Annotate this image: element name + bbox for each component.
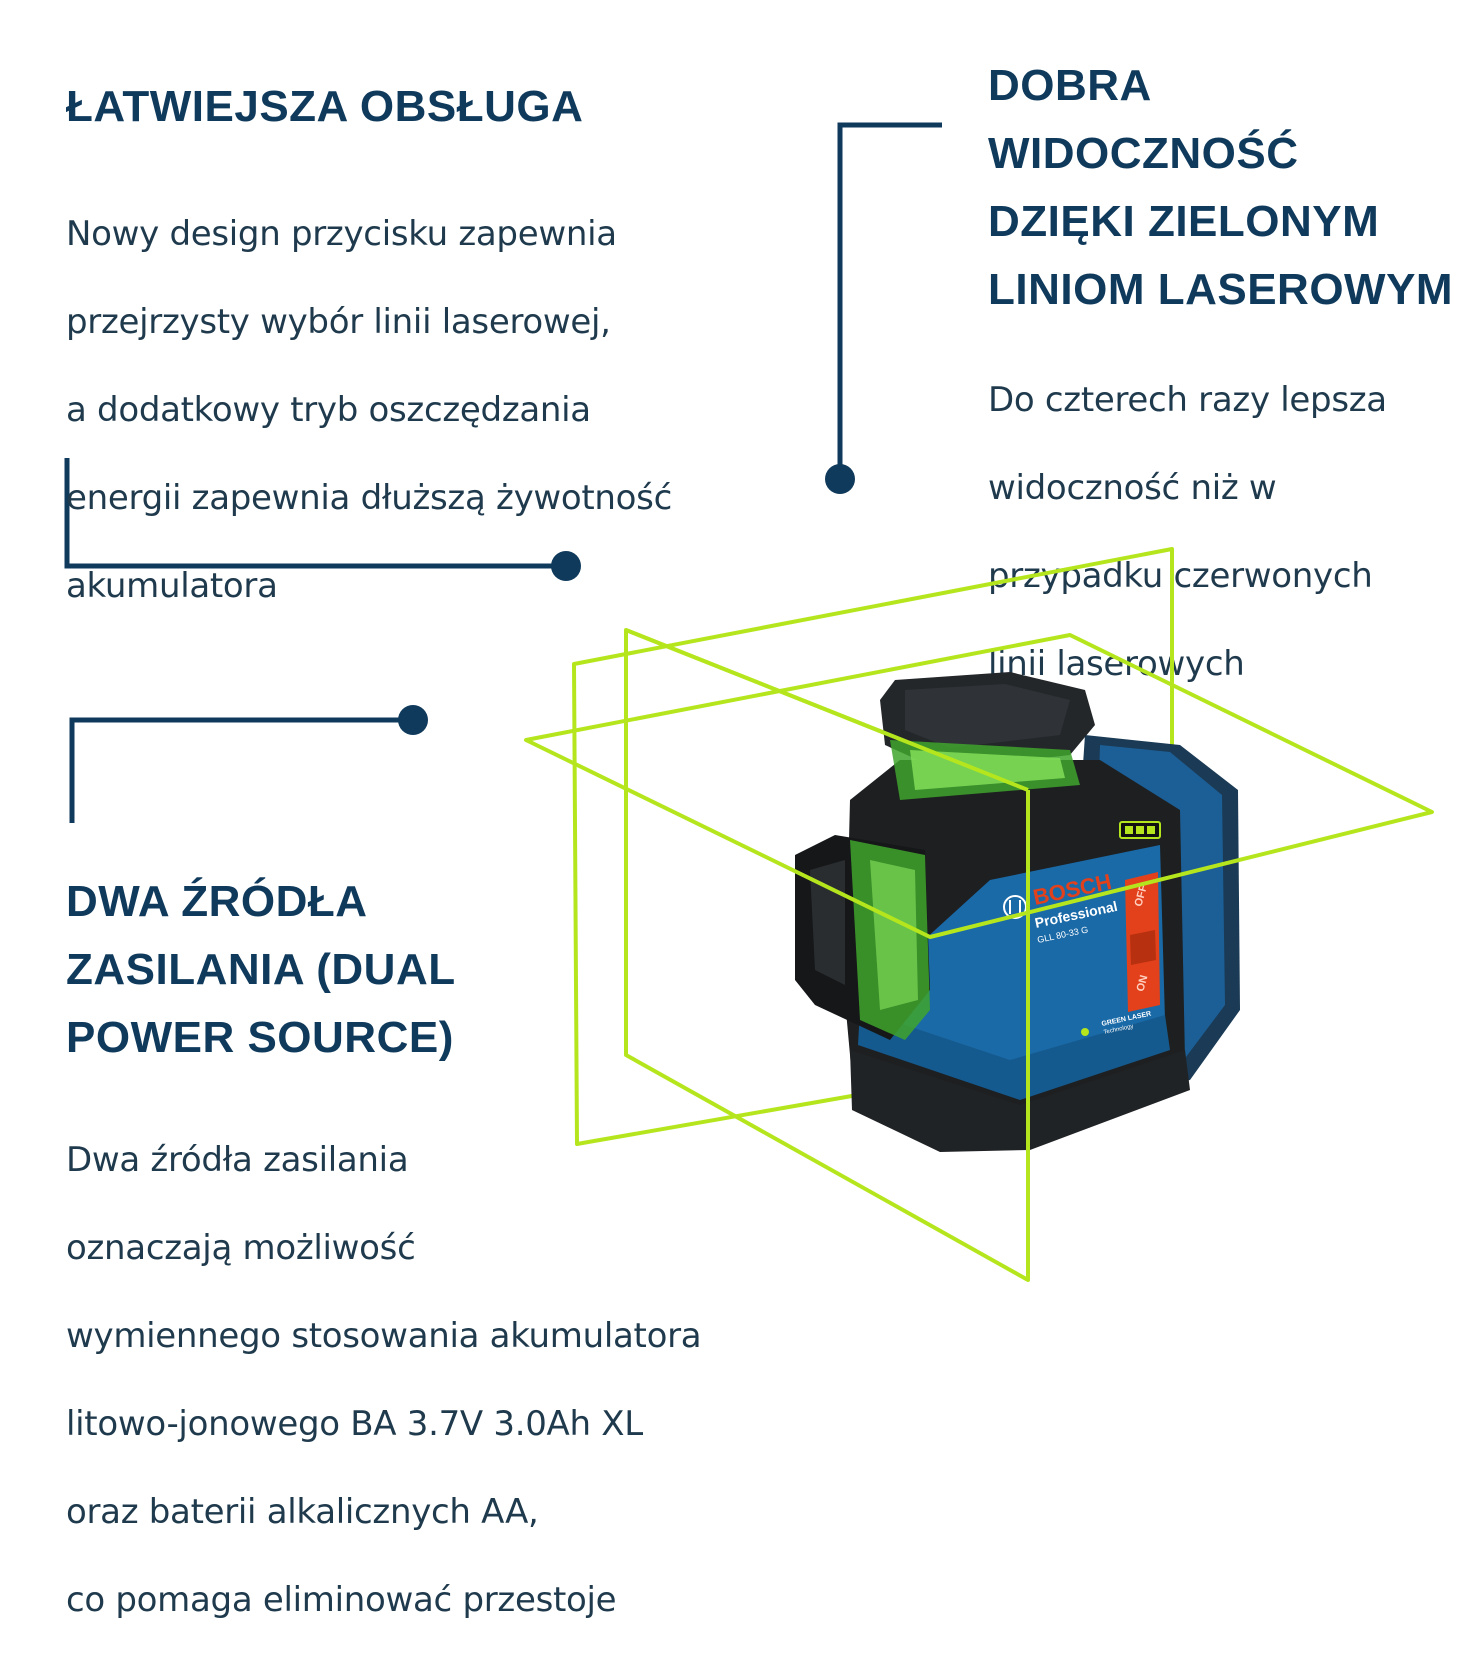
text-line: oznaczają możliwość bbox=[66, 1228, 416, 1268]
connector-lines bbox=[64, 122, 942, 823]
heading-line: DWA ŹRÓDŁA bbox=[66, 877, 368, 926]
heading-line: LINIOM LASEROWYM bbox=[988, 265, 1454, 314]
connector-dual-power bbox=[69, 705, 428, 823]
dual-power-heading: DWA ŹRÓDŁA ZASILANIA (DUAL POWER SOURCE) bbox=[66, 868, 456, 1072]
green-laser-badge-icon bbox=[1081, 1028, 1089, 1036]
text-line: przejrzysty wybór linii laserowej, bbox=[66, 302, 611, 342]
heading-line: POWER SOURCE) bbox=[66, 1013, 454, 1062]
text-line: Do czterech razy lepsza bbox=[988, 380, 1387, 420]
heading-line: WIDOCZNOŚĆ bbox=[988, 129, 1299, 178]
connector-visibility bbox=[825, 122, 942, 494]
text-line: wymiennego stosowania akumulatora bbox=[66, 1316, 702, 1356]
text-line: widoczność niż w bbox=[988, 468, 1277, 508]
connector-ease-of-use bbox=[64, 458, 581, 581]
laser-level-illustration: OFF ON BOSCH Professional GLL 80-33 G GR… bbox=[524, 547, 1434, 1282]
heading-line: ZASILANIA (DUAL bbox=[66, 945, 456, 994]
ease-of-use-text: Nowy design przycisku zapewnia przejrzys… bbox=[66, 168, 672, 652]
switch-off-label: OFF bbox=[1133, 883, 1150, 908]
heading-line: DOBRA bbox=[988, 61, 1152, 110]
text-line: a dodatkowy tryb oszczędzania bbox=[66, 390, 591, 430]
ease-of-use-heading: ŁATWIEJSZA OBSŁUGA bbox=[66, 82, 584, 131]
switch-on-label: ON bbox=[1135, 974, 1151, 993]
text-line: oraz baterii alkalicznych AA, bbox=[66, 1492, 539, 1532]
visibility-heading: DOBRA WIDOCZNOŚĆ DZIĘKI ZIELONYM LINIOM … bbox=[988, 52, 1453, 324]
heading-line: DZIĘKI ZIELONYM bbox=[988, 197, 1380, 246]
text-line: co pomaga eliminować przestoje bbox=[66, 1580, 617, 1620]
laser-level-device: OFF ON BOSCH Professional GLL 80-33 G GR… bbox=[795, 672, 1240, 1152]
text-line: energii zapewnia dłuższą żywotność bbox=[66, 478, 672, 518]
text-line: akumulatora bbox=[66, 566, 278, 606]
text-line: Dwa źródła zasilania bbox=[66, 1140, 409, 1180]
laser-planes-front bbox=[524, 628, 1434, 1280]
text-line: Nowy design przycisku zapewnia bbox=[66, 214, 617, 254]
text-line: przypadku czerwonych bbox=[988, 556, 1373, 596]
text-line: litowo-jonowego BA 3.7V 3.0Ah XL bbox=[66, 1404, 643, 1444]
visibility-text: Do czterech razy lepsza widoczność niż w… bbox=[988, 334, 1387, 730]
